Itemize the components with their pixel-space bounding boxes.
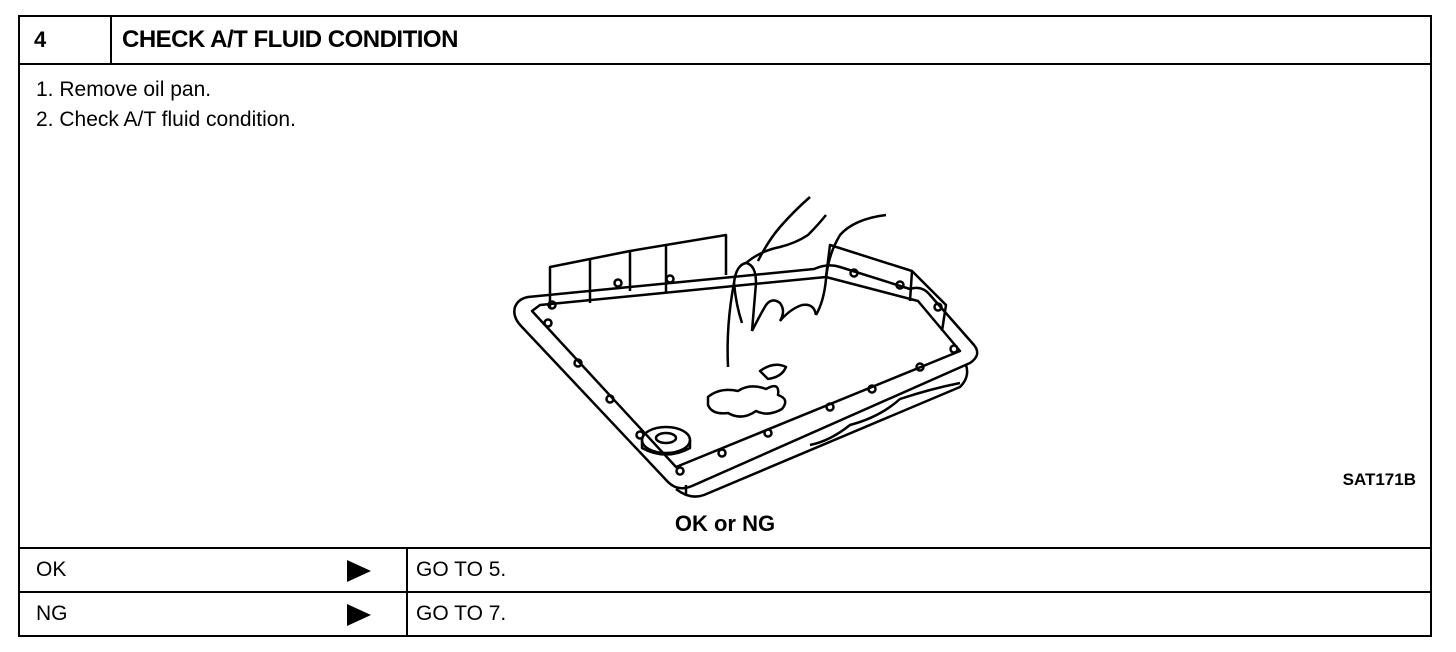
result-label: NG	[36, 602, 68, 625]
instruction-item: 2. Check A/T fluid condition.	[36, 108, 296, 131]
result-action: GO TO 5.	[416, 558, 507, 581]
result-label: OK	[36, 558, 67, 581]
step-body: 1. Remove oil pan. 2. Check A/T fluid co…	[20, 65, 1430, 547]
figure-id: SAT171B	[1342, 470, 1416, 489]
column-divider	[406, 549, 408, 591]
result-row-ok: OK GO TO 5.	[20, 547, 1430, 591]
step-title: CHECK A/T FLUID CONDITION	[122, 26, 458, 53]
ok-or-ng-prompt: OK or NG	[674, 511, 776, 536]
result-row-ng: NG GO TO 7.	[20, 591, 1430, 637]
step-number: 4	[20, 17, 112, 63]
right-arrow-icon	[347, 604, 371, 626]
oil-pan-illustration	[513, 196, 979, 498]
instruction-list: 1. Remove oil pan. 2. Check A/T fluid co…	[36, 75, 296, 135]
step-header: 4 CHECK A/T FLUID CONDITION	[20, 17, 1430, 65]
result-action: GO TO 7.	[416, 602, 507, 625]
inspection-step-table: 4 CHECK A/T FLUID CONDITION 1. Remove oi…	[18, 15, 1432, 637]
column-divider	[406, 593, 408, 637]
right-arrow-icon	[347, 560, 371, 582]
instruction-item: 1. Remove oil pan.	[36, 78, 212, 101]
